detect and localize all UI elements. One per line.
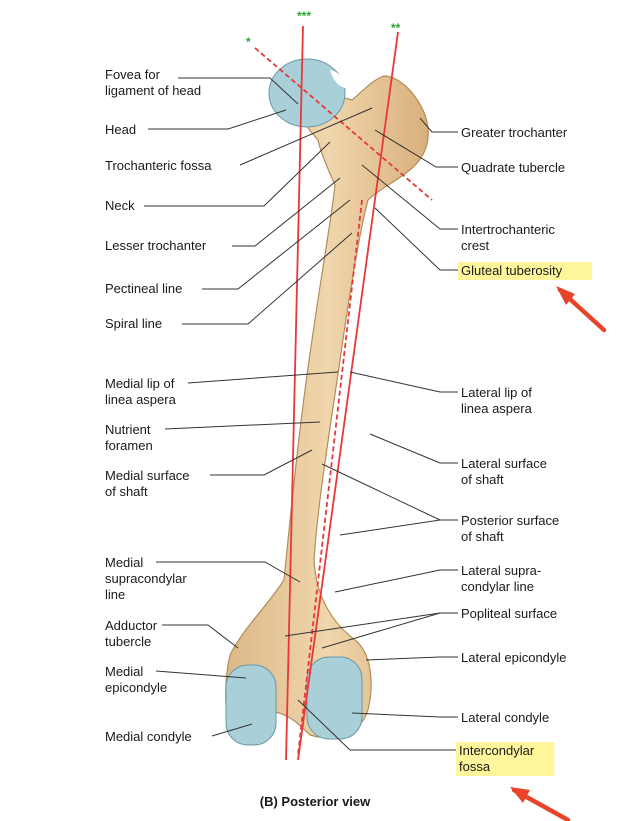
left-label: Lesser trochanter xyxy=(105,238,207,253)
right-label-text: Intertrochanteric xyxy=(461,222,555,237)
left-label-text: linea aspera xyxy=(105,392,177,407)
left-label: Head xyxy=(105,122,136,137)
left-label-text: Head xyxy=(105,122,136,137)
left-label: Trochanteric fossa xyxy=(105,158,212,173)
pointer-arrow-gluteal xyxy=(556,286,607,333)
right-label-text: Lateral surface xyxy=(461,456,547,471)
right-label-text: of shaft xyxy=(461,529,504,544)
left-label: Neck xyxy=(105,198,135,213)
neck-axis-line xyxy=(254,47,433,201)
left-label-text: ligament of head xyxy=(105,83,201,98)
left-label: Pectineal line xyxy=(105,281,182,296)
femur-bone xyxy=(225,75,429,741)
right-label-text: Lateral supra- xyxy=(461,563,541,578)
right-label-text: Greater trochanter xyxy=(461,125,568,140)
right-label: Greater trochanter xyxy=(461,125,568,140)
left-label-text: line xyxy=(105,587,125,602)
left-label-text: Pectineal line xyxy=(105,281,182,296)
left-label-text: Nutrient xyxy=(105,422,151,437)
right-label-text: Posterior surface xyxy=(461,513,559,528)
right-label: Lateral epicondyle xyxy=(461,650,567,665)
right-label: Quadrate tubercle xyxy=(461,160,565,175)
pointer-arrow-intercondylar xyxy=(510,787,571,821)
right-label-text: Lateral epicondyle xyxy=(461,650,567,665)
left-label-text: Neck xyxy=(105,198,135,213)
left-label-text: of shaft xyxy=(105,484,148,499)
right-label-text: Gluteal tuberosity xyxy=(461,263,563,278)
mechanical-axis-line xyxy=(285,25,304,761)
left-label-text: Spiral line xyxy=(105,316,162,331)
left-label-text: epicondyle xyxy=(105,680,167,695)
left-label-text: Adductor xyxy=(105,618,158,633)
left-label-text: foramen xyxy=(105,438,153,453)
right-label-text: Popliteal surface xyxy=(461,606,557,621)
label-highlight xyxy=(458,262,592,280)
axis-marker-top: *** xyxy=(297,9,311,23)
right-label: Lateral condyle xyxy=(461,710,549,725)
lateral-condyle xyxy=(306,656,363,740)
right-label-text: crest xyxy=(461,238,490,253)
right-label: Gluteal tuberosity xyxy=(458,262,592,280)
left-label-text: Fovea for xyxy=(105,67,161,82)
leader-lines-left xyxy=(144,77,373,737)
figure-caption: (B) Posterior view xyxy=(260,794,371,809)
right-label-text: fossa xyxy=(459,759,491,774)
shaft-axis-line xyxy=(297,199,363,756)
axis-lines xyxy=(254,25,433,761)
right-label-text: Lateral lip of xyxy=(461,385,532,400)
right-label-text: Quadrate tubercle xyxy=(461,160,565,175)
axis-marker-right: ** xyxy=(391,21,401,35)
left-label-text: tubercle xyxy=(105,634,151,649)
right-label: Lateral supra-condylar line xyxy=(461,563,541,594)
right-label-text: Lateral condyle xyxy=(461,710,549,725)
right-label-text: of shaft xyxy=(461,472,504,487)
left-label-text: Lesser trochanter xyxy=(105,238,207,253)
leader-lines-right xyxy=(284,117,458,751)
axis-marker-left: * xyxy=(246,35,251,49)
left-label: Spiral line xyxy=(105,316,162,331)
right-label: Popliteal surface xyxy=(461,606,557,621)
fovea-notch xyxy=(330,70,346,88)
right-axis-line xyxy=(297,31,399,761)
right-label-text: condylar line xyxy=(461,579,534,594)
right-label-text: linea aspera xyxy=(461,401,533,416)
left-label: Medial condyle xyxy=(105,729,192,744)
left-label-text: Trochanteric fossa xyxy=(105,158,212,173)
left-label-text: Medial xyxy=(105,664,143,679)
left-label-text: Medial lip of xyxy=(105,376,175,391)
left-label-text: supracondylar xyxy=(105,571,187,586)
left-label-text: Medial condyle xyxy=(105,729,192,744)
right-label-text: Intercondylar xyxy=(459,743,535,758)
left-label-text: Medial xyxy=(105,555,143,570)
left-label-text: Medial surface xyxy=(105,468,190,483)
label-highlight xyxy=(456,742,555,776)
medial-condyle xyxy=(225,664,277,746)
